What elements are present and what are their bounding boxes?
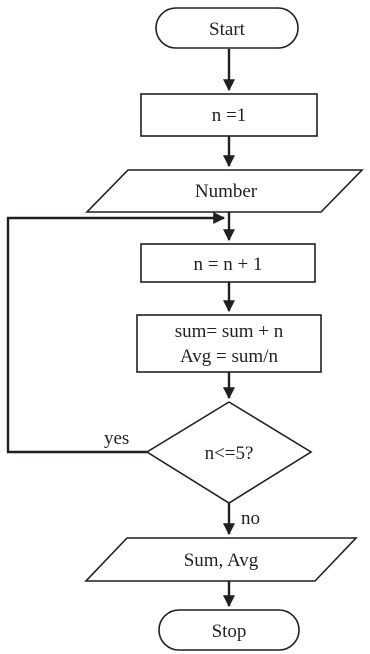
no-label: no: [241, 508, 260, 529]
output-label: Sum, Avg: [184, 550, 259, 571]
stop-terminator: [158, 609, 300, 651]
compute-label-line2: Avg = sum/n: [180, 346, 278, 367]
compute-label-line1: sum= sum + n: [175, 321, 284, 342]
input-label: Number: [195, 181, 258, 202]
yes-label: yes: [104, 428, 129, 449]
edge-loop-back: [6, 212, 226, 454]
compute-process: [136, 314, 322, 373]
init-process: [140, 93, 318, 137]
output-parallelogram: [84, 537, 358, 582]
start-label: Start: [209, 19, 246, 40]
start-terminator: [155, 7, 299, 49]
input-parallelogram: [85, 169, 364, 213]
stop-label: Stop: [212, 621, 247, 642]
init-label: n =1: [212, 105, 246, 126]
increment-label: n = n + 1: [194, 254, 263, 275]
decision-label: n<=5?: [205, 443, 254, 464]
